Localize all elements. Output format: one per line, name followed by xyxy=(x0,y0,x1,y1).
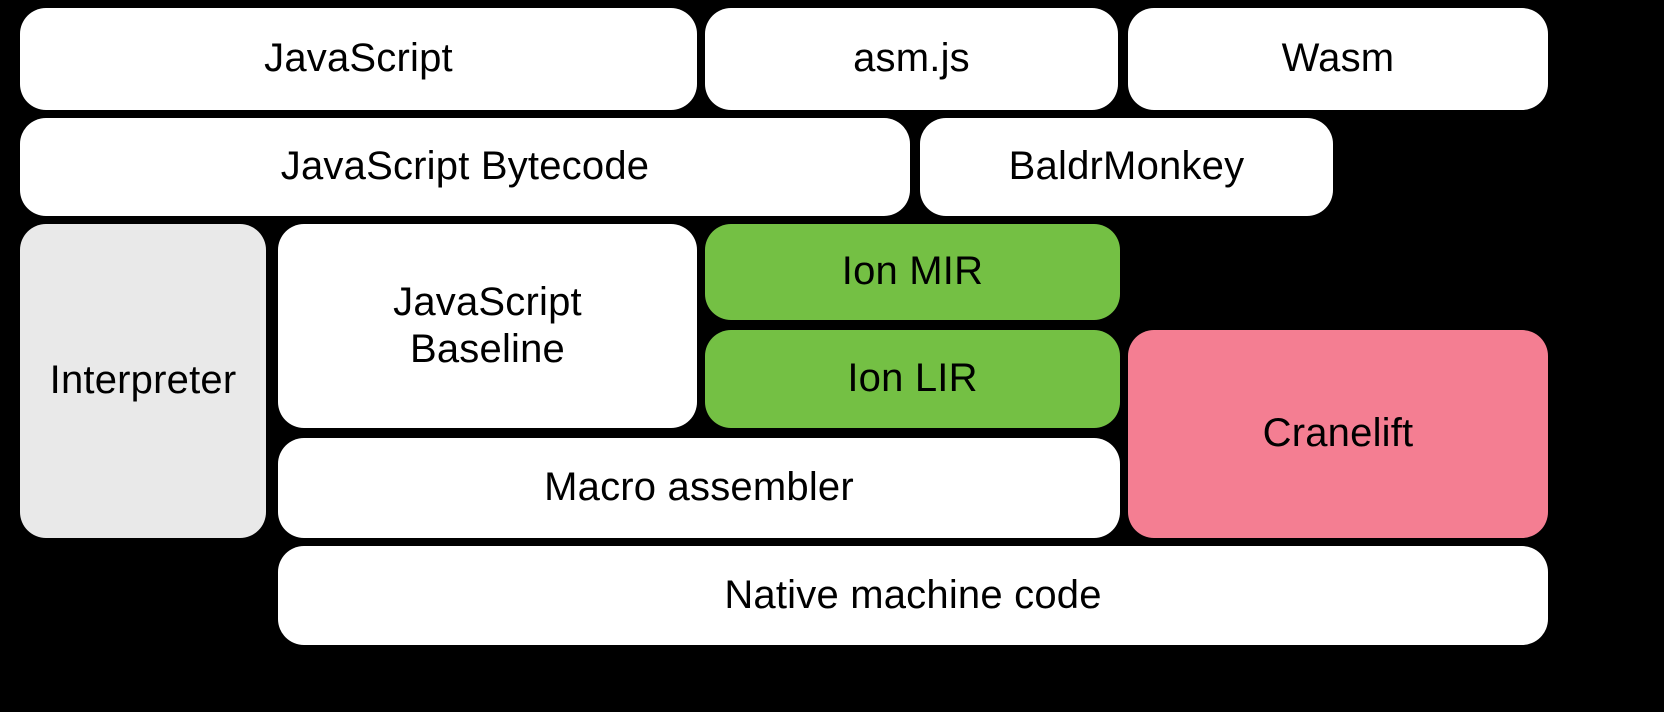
node-cranelift[interactable]: Cranelift xyxy=(1128,330,1548,538)
node-ion-lir[interactable]: Ion LIR xyxy=(705,330,1120,428)
node-javascript[interactable]: JavaScript xyxy=(20,8,697,110)
node-macro-assembler[interactable]: Macro assembler xyxy=(278,438,1120,538)
node-javascript-bytecode[interactable]: JavaScript Bytecode xyxy=(20,118,910,216)
node-asmjs[interactable]: asm.js xyxy=(705,8,1118,110)
node-ion-mir[interactable]: Ion MIR xyxy=(705,224,1120,320)
node-javascript-baseline[interactable]: JavaScript Baseline xyxy=(278,224,697,428)
node-baldrmonkey[interactable]: BaldrMonkey xyxy=(920,118,1333,216)
node-wasm[interactable]: Wasm xyxy=(1128,8,1548,110)
node-native-machine-code[interactable]: Native machine code xyxy=(278,546,1548,645)
node-interpreter[interactable]: Interpreter xyxy=(20,224,266,538)
